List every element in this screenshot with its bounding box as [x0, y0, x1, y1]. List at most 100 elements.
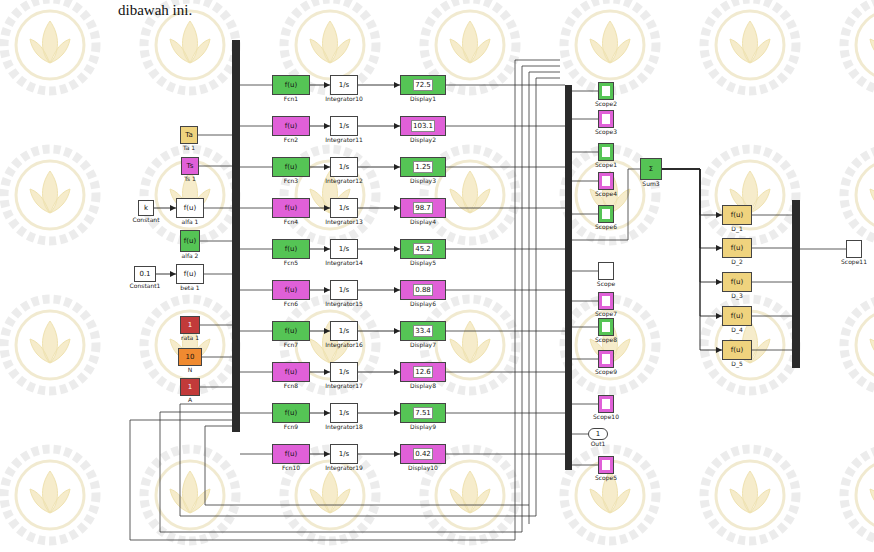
signal-connector — [358, 85, 400, 86]
watermark-gear — [564, 449, 656, 541]
block-value: Ta — [184, 130, 193, 140]
function-block: f(u)D_4 — [722, 306, 752, 326]
signal-wire — [752, 282, 792, 283]
signal-wire — [240, 331, 272, 332]
block-value: f(u) — [284, 285, 298, 295]
signal-connector — [358, 413, 400, 414]
block-name: D_3 — [731, 292, 742, 299]
block-name: D_1 — [731, 225, 742, 232]
block-value: Σ — [648, 164, 654, 174]
signal-wire — [180, 516, 536, 517]
block-value: 1/s — [338, 326, 350, 336]
watermark-ring — [716, 461, 784, 529]
watermark-ring — [156, 11, 224, 79]
integrator-block: 1/sIntegrator18 — [330, 403, 358, 423]
constant-block: 0.1Constant1 — [134, 266, 156, 282]
signal-connector — [154, 208, 176, 209]
signal-connector — [156, 274, 176, 275]
block-name: Fcn5 — [284, 259, 298, 266]
signal-connector — [662, 169, 722, 316]
block-value: 1/s — [338, 449, 350, 459]
block-value: f(u) — [284, 367, 298, 377]
block-name: alfa 2 — [182, 252, 199, 259]
signal-wire — [572, 271, 598, 272]
block-name: beta 1 — [180, 284, 199, 291]
block-name: Integrator16 — [325, 341, 363, 348]
block-value: f(u) — [284, 121, 298, 131]
block-name: Display1 — [410, 95, 436, 102]
block-name: Scope4 — [595, 190, 617, 197]
watermark-lotus — [870, 21, 874, 63]
watermark-lotus — [590, 471, 630, 513]
block-name: Scope2 — [595, 100, 617, 107]
block-name: Fcn3 — [284, 177, 298, 184]
watermark-lotus — [730, 21, 770, 63]
watermark-logo — [704, 299, 796, 391]
block-name: Display9 — [410, 423, 436, 430]
integrator-block: 1/sIntegrator11 — [330, 116, 358, 136]
block-value: 1/s — [338, 203, 350, 213]
block-name: D_2 — [731, 258, 742, 265]
mux-bar — [565, 85, 572, 470]
watermark-logo — [144, 149, 236, 241]
signal-connector — [310, 249, 330, 250]
block-value: 1 — [187, 320, 193, 330]
block-name: Display4 — [410, 218, 436, 225]
signal-wire — [572, 152, 598, 153]
block-value: 1/s — [338, 408, 350, 418]
watermark-ring — [716, 161, 784, 229]
signal-wire — [752, 215, 792, 216]
scope-block: Scope8 — [598, 318, 614, 336]
signal-wire — [240, 249, 272, 250]
block-value: 1/s — [338, 80, 350, 90]
signal-wire — [572, 465, 598, 466]
block-name: N — [188, 366, 193, 373]
block-name: Display10 — [408, 464, 438, 471]
signal-wire — [572, 119, 598, 120]
block-name: Ts 1 — [184, 175, 196, 182]
signal-wire — [200, 325, 232, 326]
block-value: f(u) — [730, 311, 744, 321]
signal-connector — [662, 169, 722, 248]
block-name: Scope8 — [595, 336, 617, 343]
signal-wire — [572, 91, 598, 92]
signal-connector — [310, 331, 330, 332]
signal-connector — [358, 454, 400, 455]
block-name: Constant — [133, 216, 160, 223]
block-value: 1/s — [338, 162, 350, 172]
block-value: f(u) — [730, 243, 744, 253]
watermark-ring — [156, 311, 224, 379]
block-value: 1/s — [338, 121, 350, 131]
signal-connector — [358, 208, 400, 209]
block-name: Fcn7 — [284, 341, 298, 348]
signal-wire — [198, 135, 232, 136]
watermark-gear — [704, 299, 796, 391]
display-block: 103.1Display2 — [400, 116, 446, 136]
signal-wire — [572, 301, 598, 302]
watermark-lotus — [170, 21, 210, 63]
block-value: Ts — [186, 161, 195, 171]
watermark-gear — [144, 149, 236, 241]
watermark-ring — [296, 11, 364, 79]
block-value: f(u) — [730, 277, 744, 287]
signal-wire — [240, 167, 272, 168]
scope-block: Scope — [598, 262, 614, 280]
integrator-block: 1/sIntegrator13 — [330, 198, 358, 218]
block-name: Out1 — [591, 440, 606, 447]
display-block: 0.42Display10 — [400, 444, 446, 464]
scope-block: Scope10 — [598, 395, 614, 413]
scope-block: Scope5 — [598, 456, 614, 474]
source-block: 1A — [180, 378, 200, 396]
watermark-logo — [844, 299, 874, 391]
signal-wire — [572, 327, 598, 328]
watermark-lotus — [450, 21, 490, 63]
source-block: 10N — [178, 348, 202, 366]
watermark-lotus — [310, 471, 350, 513]
scope-block: Scope7 — [598, 292, 614, 310]
watermark-gear — [144, 449, 236, 541]
block-value: f(u) — [183, 203, 197, 213]
block-name: rata 1 — [181, 334, 199, 341]
block-name: Display3 — [410, 177, 436, 184]
sum-block: ΣSum3 — [640, 158, 662, 180]
signal-wire — [572, 434, 588, 435]
